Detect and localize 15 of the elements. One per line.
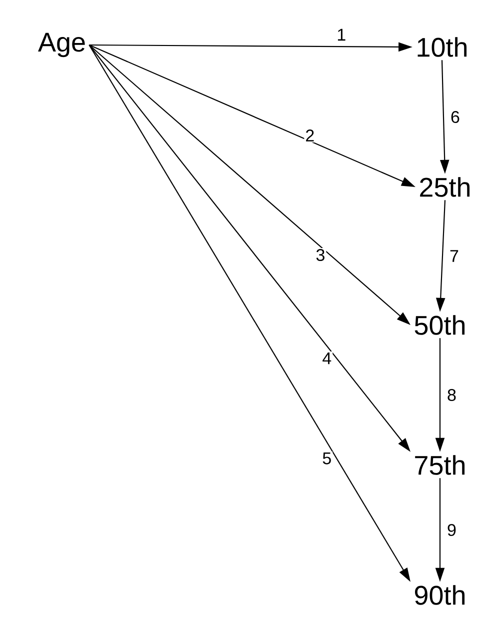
node-label: 90th [415, 585, 465, 605]
edge-label: 5 [321, 451, 333, 466]
edge-label: 1 [336, 28, 348, 42]
edge-label: 8 [446, 388, 458, 402]
node-label: Age [38, 32, 85, 58]
node-label: 50th [414, 315, 465, 335]
edge-label: 7 [448, 249, 460, 263]
edge-label: 2 [304, 128, 316, 142]
edge-label: 9 [446, 522, 458, 538]
edge-label: 6 [450, 110, 461, 124]
edge-label: 4 [321, 351, 333, 366]
node-label: 75th [415, 455, 465, 475]
node-label: 10th [418, 37, 467, 57]
node-label: 25th [420, 177, 470, 197]
edge-label: 3 [314, 248, 326, 262]
